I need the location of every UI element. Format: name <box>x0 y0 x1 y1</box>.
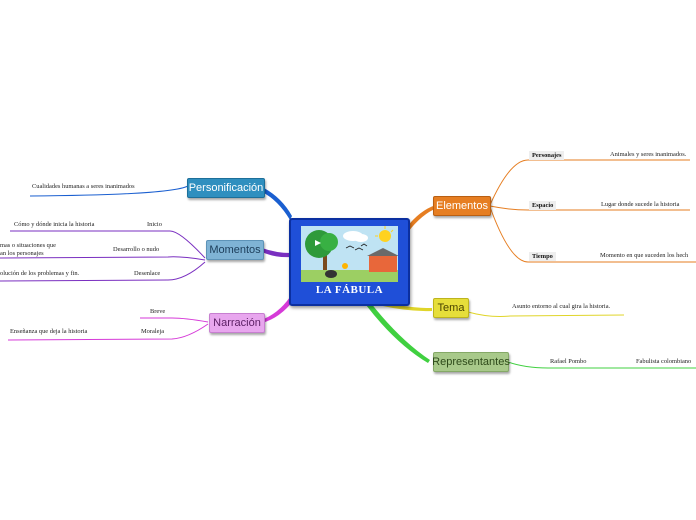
subtopic-text[interactable]: Cómo y dónde inicia la historia <box>14 221 94 229</box>
central-title: LA FÁBULA <box>291 284 408 296</box>
subtopic-text[interactable]: olución de los problemas y fin. <box>0 270 79 278</box>
subtopic-text[interactable]: Cualidades humanas a seres inanimados <box>32 183 135 191</box>
subtopic-text[interactable]: Momento en que suceden los hech <box>600 252 688 260</box>
central-topic[interactable]: LA FÁBULA <box>289 218 410 306</box>
subtopic-text[interactable]: Lugar donde sucede la historia <box>601 201 679 209</box>
subtopic-text[interactable]: Animales y seres inanimados. <box>610 151 686 159</box>
subtopic-key[interactable]: Desarrollo o nudo <box>113 246 159 254</box>
subtopic-key[interactable]: Desenlace <box>134 270 160 278</box>
subtopic-key[interactable]: Breve <box>150 308 165 316</box>
subtopic-key[interactable]: Moraleja <box>141 328 164 336</box>
topic-personificacion[interactable]: Personificación <box>187 178 265 198</box>
topic-momentos[interactable]: Momentos <box>206 240 264 260</box>
subtopic-key[interactable]: Personajes <box>529 151 564 160</box>
subtopic-text[interactable]: Asunto entorno al cual gira la historia. <box>512 303 610 311</box>
topic-elementos[interactable]: Elementos <box>433 196 491 216</box>
topic-representantes[interactable]: Representantes <box>433 352 509 372</box>
topic-label: Elementos <box>436 200 488 212</box>
subtopic-key[interactable]: Rafael Pombo <box>550 358 586 366</box>
subtopic-key[interactable]: Inicio <box>147 221 162 229</box>
topic-label: Narración <box>213 317 261 329</box>
topic-label: Tema <box>438 302 465 314</box>
subtopic-text[interactable]: mas o situaciones que <box>0 242 56 250</box>
topic-label: Representantes <box>432 356 510 368</box>
topic-label: Momentos <box>209 244 260 256</box>
subtopic-text[interactable]: Fabulista colombiano <box>636 358 691 366</box>
fable-illustration-icon <box>301 226 398 282</box>
topic-narracion[interactable]: Narración <box>209 313 265 333</box>
topic-tema[interactable]: Tema <box>433 298 469 318</box>
topic-label: Personificación <box>189 182 264 194</box>
subtopic-key[interactable]: Espacio <box>529 201 556 210</box>
subtopic-text[interactable]: an los personajes <box>0 250 44 258</box>
subtopic-text[interactable]: Enseñanza que deja la historia <box>10 328 87 336</box>
subtopic-key[interactable]: Tiempo <box>529 252 556 261</box>
